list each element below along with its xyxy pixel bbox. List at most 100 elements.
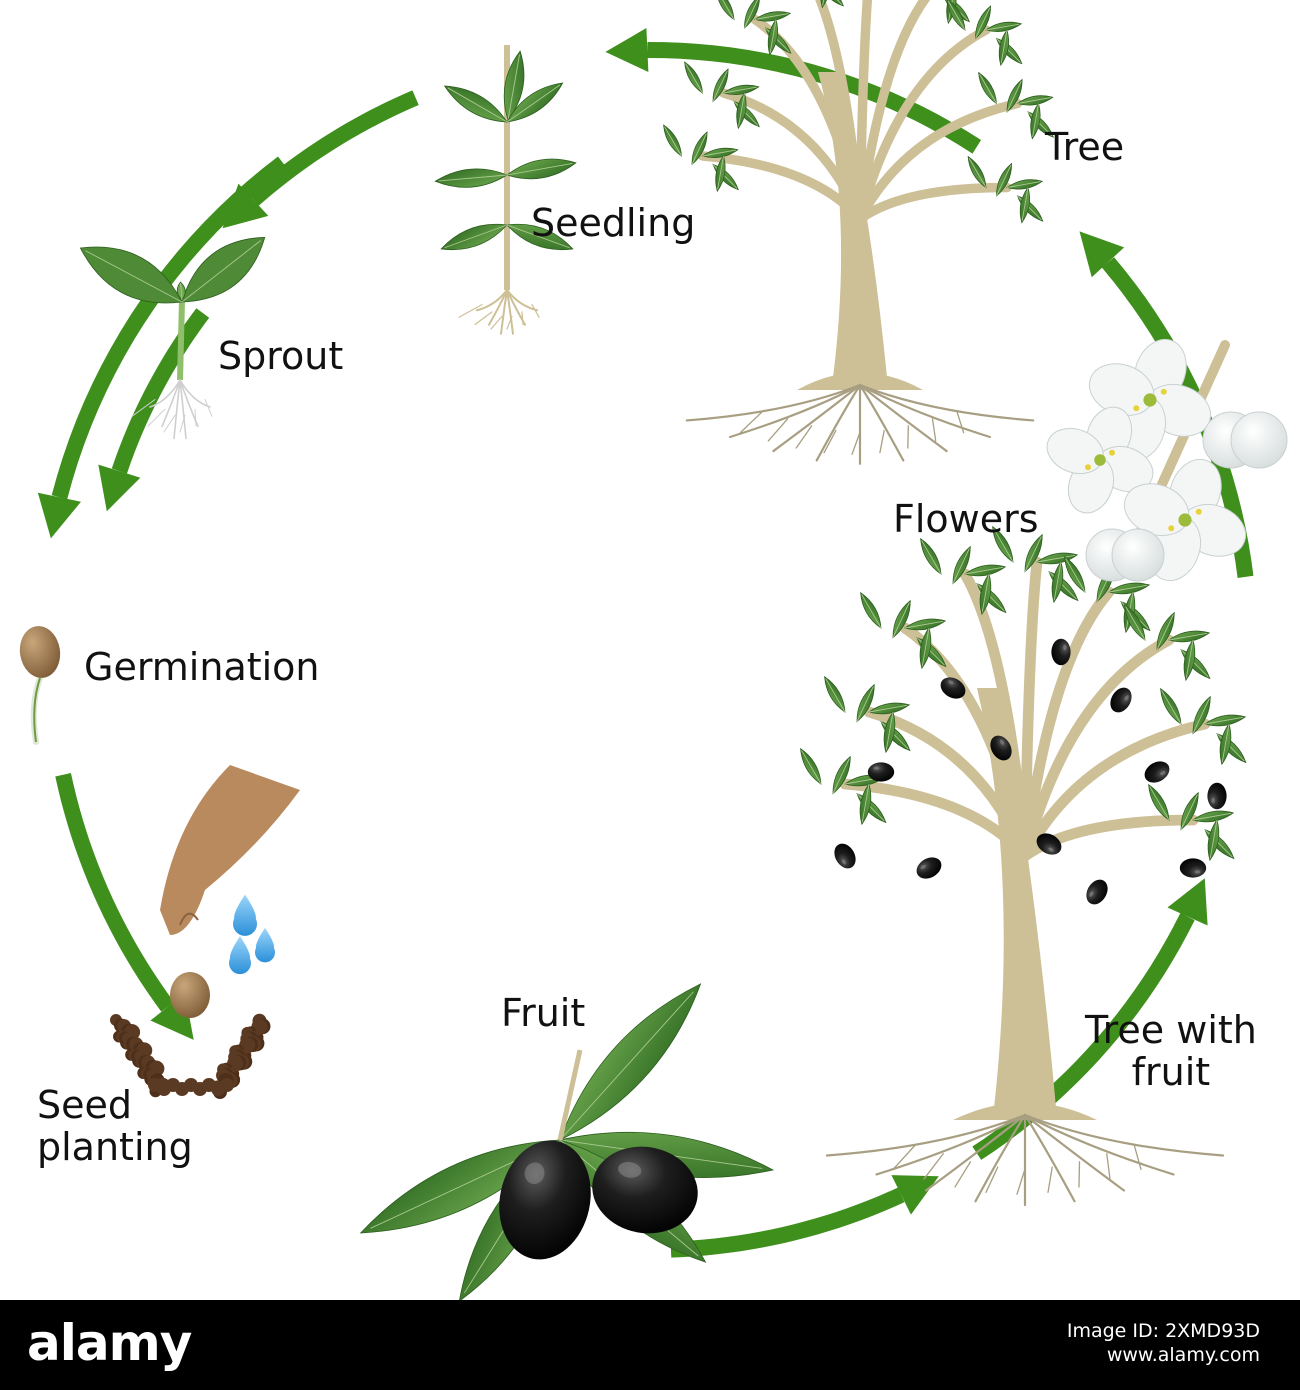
leaf [559, 983, 702, 1141]
leaf [691, 131, 708, 166]
leaf [1051, 561, 1064, 604]
leaf [764, 27, 792, 54]
leaf [1219, 723, 1232, 766]
water-drop [254, 928, 275, 963]
leaf [1204, 714, 1247, 727]
leaf [985, 21, 1023, 32]
leaf [883, 711, 896, 754]
arrow-head [605, 28, 649, 72]
leaf [715, 155, 726, 193]
leaf [715, 0, 735, 21]
flower-bud [1202, 411, 1288, 469]
olive [834, 843, 856, 869]
leaf [868, 702, 911, 715]
leaf [860, 591, 882, 629]
leaf [79, 246, 183, 304]
leaf [1019, 186, 1030, 224]
leaf [824, 675, 846, 713]
olive [990, 735, 1012, 761]
leaf [1168, 630, 1211, 643]
leaf [1016, 95, 1054, 106]
leaf [443, 85, 508, 123]
image-id-text: Image ID: 2XMD93D [1066, 1320, 1260, 1342]
leaf [832, 755, 851, 795]
soil-trough [110, 1013, 271, 1099]
leaf [722, 84, 760, 95]
leaf [992, 525, 1014, 563]
roots [131, 379, 213, 440]
image-id-block: Image ID: 2XMD93D www.alamy.com [1067, 1320, 1260, 1368]
leaf [1180, 791, 1199, 831]
olive [1036, 833, 1062, 855]
leaf [978, 71, 997, 105]
leaf [995, 37, 1023, 65]
leaf [1180, 648, 1211, 680]
germination-seed-illustration [19, 626, 61, 745]
olive [867, 762, 895, 782]
olive [1207, 782, 1227, 810]
leaf [859, 783, 872, 826]
leaf [754, 11, 792, 22]
cycle-arrow-5 [670, 1175, 939, 1258]
leaf [176, 281, 186, 301]
arrow-head [98, 464, 141, 512]
olive [1144, 761, 1170, 783]
leaf [1160, 687, 1182, 725]
arrow-head [222, 183, 269, 229]
leaf [181, 236, 266, 303]
leaf [975, 5, 991, 40]
leaf [964, 564, 1007, 577]
planted-seed [170, 972, 210, 1018]
label-seedling: Seedling [531, 201, 696, 245]
arrow-head [1167, 878, 1208, 926]
leaf [506, 223, 574, 251]
leaf [434, 168, 508, 188]
site-url-text: www.alamy.com [1106, 1343, 1260, 1366]
label-tree-with-fruit: Tree with fruit [1085, 1008, 1257, 1094]
label-tree: Tree [1045, 125, 1125, 169]
leaf [1183, 639, 1196, 682]
olive [1110, 687, 1132, 713]
water-drop [229, 936, 251, 975]
leaf [1124, 603, 1146, 641]
seed-planting-illustration [110, 765, 300, 1099]
brand-logo: alamy [27, 1314, 192, 1372]
arrow-head [1079, 231, 1125, 278]
leaf [1204, 828, 1235, 860]
leaf [744, 0, 760, 29]
leaf [1006, 78, 1023, 113]
sprout-illustration [79, 236, 266, 440]
leaf [1192, 695, 1211, 735]
leaf [701, 147, 739, 158]
label-flowers: Flowers [893, 497, 1039, 541]
leaf [1016, 195, 1044, 222]
tree-illustration [663, 0, 1054, 465]
leaf [919, 627, 932, 670]
olive [1179, 858, 1207, 878]
leaf [1108, 582, 1151, 595]
leaf [856, 683, 875, 723]
leaf [904, 618, 947, 631]
flowers-illustration [1046, 338, 1288, 582]
arrow-head [891, 1175, 939, 1215]
leaf [503, 50, 525, 121]
stage-illustrations [19, 0, 1288, 1303]
leaf [767, 18, 778, 56]
fruit-illustration [359, 983, 775, 1303]
label-germination: Germination [84, 645, 320, 689]
seedling-illustration [434, 45, 577, 335]
arrow-head [37, 492, 81, 539]
leaf [1030, 102, 1041, 140]
roots [458, 289, 540, 335]
label-fruit: Fruit [501, 991, 586, 1035]
leaf [916, 636, 947, 668]
leaf [684, 61, 703, 94]
leaf [946, 0, 966, 31]
leaf [1036, 552, 1079, 565]
leaf [800, 747, 822, 785]
leaf [663, 124, 682, 157]
leaf [856, 792, 887, 824]
leaf [440, 223, 508, 251]
leaf [1064, 555, 1086, 593]
water-drop [233, 894, 257, 936]
